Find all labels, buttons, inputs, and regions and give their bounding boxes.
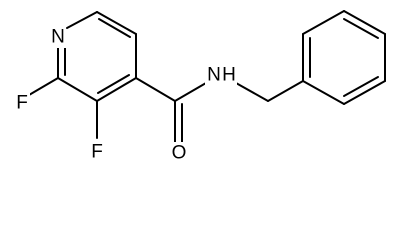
atom-o: O	[170, 142, 188, 164]
atom-f-lower-label: F	[91, 142, 103, 163]
atom-f-lower: F	[89, 141, 105, 163]
atom-nh-n-label: N	[207, 65, 221, 86]
bond-c2-f	[28, 77, 59, 96]
bond-n-c6	[66, 11, 98, 29]
bond-ph-6	[302, 80, 345, 105]
bond-c3-c2	[57, 77, 98, 102]
bond-ph-2	[302, 10, 345, 35]
molecule-diagram: N F F N H O	[14, 10, 386, 164]
bond-ph-5-inner	[343, 76, 379, 97]
bond-c6-c5	[96, 11, 137, 35]
atom-nh: N H	[205, 64, 237, 86]
bond-c4-c3	[96, 77, 137, 102]
atom-o-label: O	[172, 143, 187, 164]
benzene-ring	[302, 10, 386, 105]
bond-carbonyl-n	[174, 82, 207, 102]
atom-f-upper-label: F	[16, 93, 28, 114]
atom-n-ring: N	[50, 26, 66, 48]
atom-f-upper: F	[14, 92, 30, 114]
atom-nh-h-label: H	[222, 65, 236, 86]
bond-ch2-phenyl	[267, 80, 304, 102]
atom-n-ring-label: N	[51, 27, 65, 48]
bond-n-ch2	[235, 82, 269, 102]
bond-ph-5	[343, 80, 386, 105]
bond-ph-3	[343, 10, 386, 35]
bond-c6-c5-inner	[98, 18, 131, 38]
pyridine-ring	[57, 11, 137, 102]
bond-c4-carbonyl	[135, 77, 176, 102]
bond-c4-c3-inner	[97, 74, 130, 94]
bond-ph-3-inner	[343, 18, 379, 39]
structure-canvas: N F F N H O	[14, 10, 386, 164]
